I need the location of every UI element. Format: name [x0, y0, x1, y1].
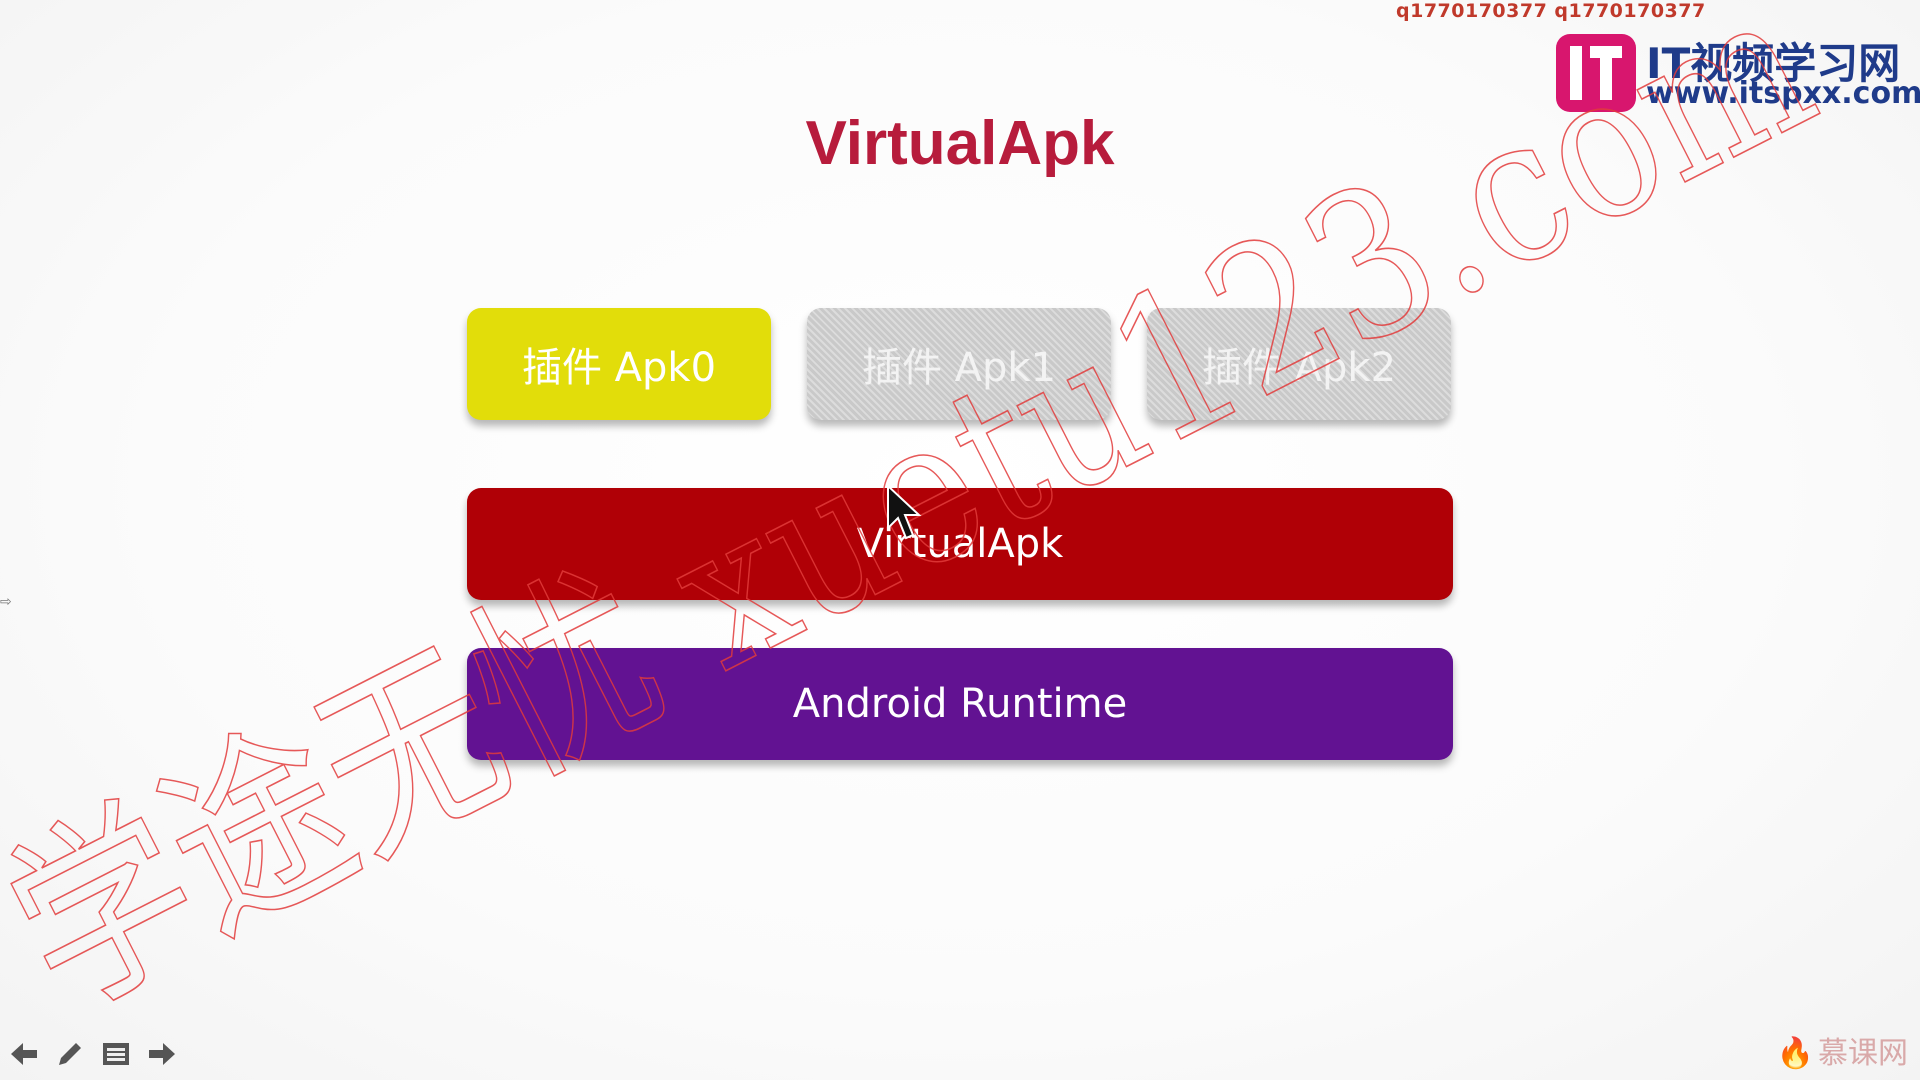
- slide-title: VirtualApk: [805, 109, 1115, 178]
- plugin-apk1-box: 插件 Apk1: [807, 308, 1111, 420]
- plugin-apk2-box: 插件 Apk2: [1147, 308, 1451, 420]
- footer-brand-text: 慕课网: [1818, 1036, 1908, 1071]
- footer-brand-logo: 🔥慕课网: [1777, 1028, 1908, 1072]
- virtualapk-layer-box: VirtualApk: [467, 488, 1453, 600]
- flame-icon: 🔥: [1776, 1036, 1814, 1071]
- presentation-toolbar: [8, 1038, 178, 1070]
- arrow-left-icon[interactable]: [8, 1038, 40, 1070]
- site-logo: IT视频学习网 www.itspxx.com: [1556, 30, 1920, 114]
- arrow-right-icon[interactable]: [146, 1038, 178, 1070]
- plugin-apk0-box: 插件 Apk0: [467, 308, 771, 420]
- menu-icon[interactable]: [100, 1038, 132, 1070]
- logo-url-text: www.itspxx.com: [1646, 76, 1920, 111]
- logo-mark-icon: [1556, 34, 1636, 112]
- logo-chinese-text: IT视频学习网: [1646, 39, 1901, 88]
- android-runtime-layer-box: Android Runtime: [467, 648, 1453, 760]
- top-credit-text: q1770170377 q1770170377: [1396, 0, 1706, 22]
- mouse-cursor-icon: [887, 484, 922, 540]
- left-edge-marker-icon: ⇨: [0, 594, 12, 610]
- pen-icon[interactable]: [54, 1038, 86, 1070]
